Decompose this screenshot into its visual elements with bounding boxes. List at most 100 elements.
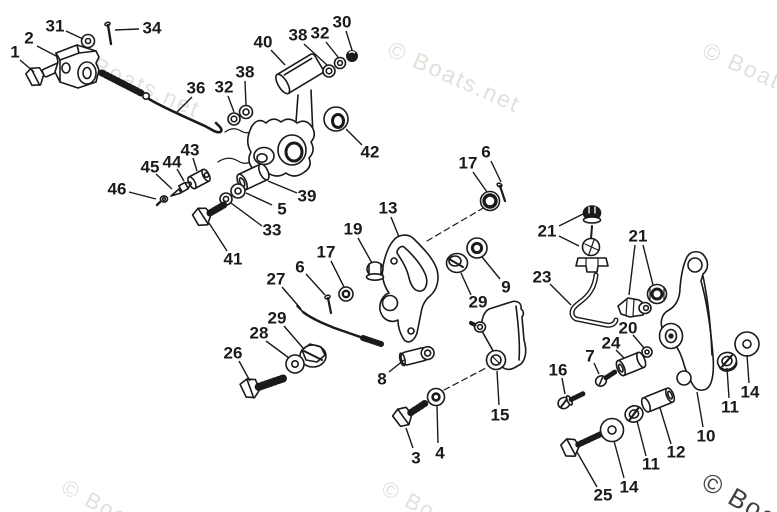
part-13-cam: [379, 234, 439, 343]
label-14-right: 14: [741, 354, 760, 402]
part-24-bushing: [615, 351, 647, 377]
label-10: 10: [696, 391, 716, 446]
label-8: 8: [377, 359, 405, 389]
label-44: 44: [163, 153, 185, 182]
svg-text:9: 9: [501, 278, 510, 297]
part-29-right-bushing: [445, 252, 469, 274]
svg-text:14: 14: [620, 478, 639, 497]
svg-text:3: 3: [411, 449, 420, 468]
label-23: 23: [533, 268, 572, 306]
label-32-top: 32: [311, 24, 339, 58]
svg-text:32: 32: [311, 24, 330, 43]
label-17-right: 17: [459, 154, 488, 193]
label-9: 9: [481, 256, 511, 297]
part-12-bushing: [640, 387, 676, 413]
label-41: 41: [208, 222, 242, 269]
part-11-bottom-screw: [624, 405, 644, 423]
label-20: 20: [619, 319, 645, 349]
part-38-nut-left: [238, 104, 254, 120]
label-27: 27: [267, 270, 302, 310]
watermark-text: © Boats.net: [697, 466, 777, 512]
part-20-connector: [617, 297, 652, 318]
watermark-text: © Boats.net: [378, 475, 511, 512]
svg-text:42: 42: [361, 143, 380, 162]
label-26: 26: [224, 344, 251, 382]
svg-text:2: 2: [24, 29, 33, 48]
label-14-bottom: 14: [613, 440, 639, 497]
part-46-screw: [155, 195, 169, 207]
label-17-mid: 17: [317, 243, 345, 288]
part-45-screw: [170, 188, 182, 197]
label-42: 42: [345, 128, 380, 162]
label-43: 43: [181, 141, 200, 172]
svg-text:7: 7: [585, 347, 594, 366]
label-6-right: 6: [481, 143, 502, 183]
svg-text:19: 19: [344, 220, 363, 239]
svg-text:17: 17: [459, 154, 478, 173]
svg-text:21: 21: [629, 227, 648, 246]
label-11-right: 11: [721, 367, 739, 417]
svg-text:28: 28: [250, 324, 269, 343]
part-42-ring: [323, 106, 349, 132]
part-34-pin: [104, 21, 113, 46]
label-45: 45: [141, 158, 173, 190]
part-3-bolt: [391, 399, 430, 428]
svg-text:30: 30: [333, 13, 352, 32]
part-27-rod: [296, 305, 384, 347]
label-16: 16: [549, 361, 568, 395]
part-36-link-rod: [98, 69, 223, 134]
label-7: 7: [585, 347, 600, 375]
label-11-bottom: 11: [636, 420, 660, 474]
label-46: 46: [108, 180, 157, 200]
svg-text:11: 11: [642, 455, 660, 474]
part-20-washer: [641, 346, 653, 358]
assembly-dashed-lines: [426, 206, 487, 391]
svg-text:43: 43: [181, 141, 200, 160]
part-39-bushing: [236, 163, 270, 191]
svg-text:23: 23: [533, 268, 552, 287]
label-32-left: 32: [215, 78, 235, 113]
part-44-screw: [177, 181, 193, 193]
svg-text:11: 11: [721, 398, 739, 417]
part-25-bolt: [559, 431, 604, 457]
svg-text:6: 6: [481, 143, 490, 162]
watermark-text: © Boats.net: [699, 37, 777, 119]
part-30-nut: [346, 50, 358, 62]
svg-text:38: 38: [236, 63, 255, 82]
label-2: 2: [24, 29, 59, 58]
svg-text:31: 31: [46, 17, 65, 36]
svg-text:17: 17: [317, 243, 336, 262]
part-10-arm: [658, 250, 715, 392]
part-41-bolt: [191, 201, 228, 227]
svg-text:34: 34: [143, 19, 162, 38]
part-9-washer: [466, 237, 488, 259]
part-16-screw: [557, 391, 586, 410]
svg-text:16: 16: [549, 361, 568, 380]
label-5: 5: [245, 192, 287, 219]
svg-text:8: 8: [377, 370, 386, 389]
part-15-bracket: [469, 300, 527, 371]
label-31: 31: [46, 17, 84, 40]
part-31-washer: [80, 33, 96, 49]
svg-text:10: 10: [697, 427, 716, 446]
label-38-left: 38: [236, 63, 255, 106]
part-17-mid-nut: [338, 286, 354, 302]
svg-text:29: 29: [469, 293, 488, 312]
part-11-right-screw: [716, 351, 738, 372]
label-33: 33: [230, 202, 281, 240]
label-1: 1: [10, 43, 35, 73]
part-14-right-washer: [734, 331, 760, 357]
label-29-right: 29: [460, 272, 488, 312]
part-4-washer: [426, 387, 446, 407]
svg-text:20: 20: [619, 319, 638, 338]
parts-layer: [25, 21, 760, 457]
part-17-right-grommet: [479, 190, 501, 212]
svg-text:44: 44: [163, 153, 182, 172]
label-3: 3: [405, 427, 421, 468]
label-21-right: 21: [628, 227, 654, 296]
svg-text:29: 29: [268, 309, 287, 328]
label-36: 36: [176, 79, 205, 113]
